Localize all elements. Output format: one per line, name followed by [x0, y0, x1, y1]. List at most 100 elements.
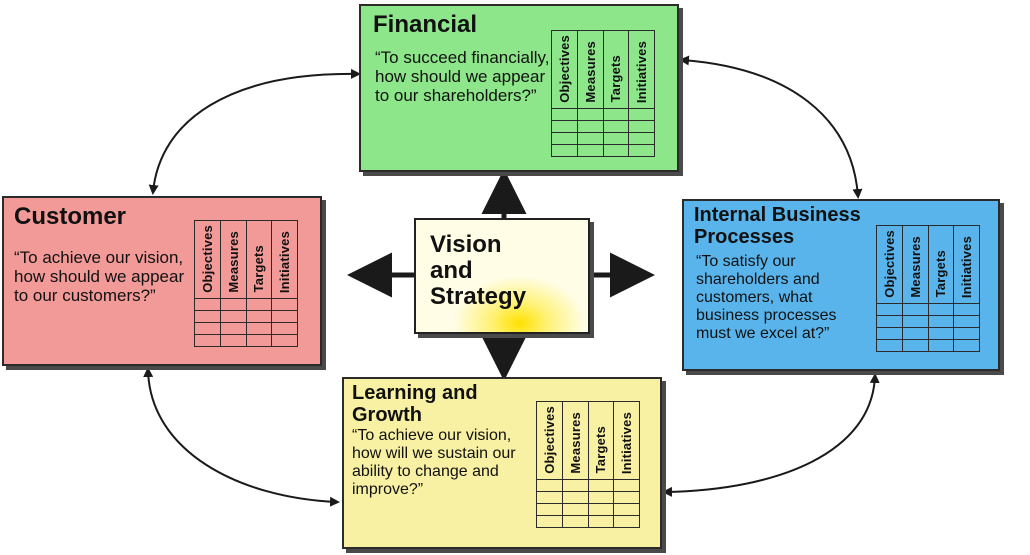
grid-cell — [953, 314, 980, 328]
grid-cell — [901, 314, 929, 328]
grid-column-label: Targets — [593, 426, 609, 474]
grid-cell — [953, 326, 980, 340]
grid-column-label: Objectives — [541, 406, 557, 474]
grid-row — [876, 314, 980, 328]
grid-column-label: Measures — [225, 231, 241, 293]
grid-cell — [901, 326, 929, 340]
grid-column-label: Objectives — [881, 230, 897, 298]
grid-header-cell: Objectives — [536, 401, 563, 480]
grid-column-label: Initiatives — [634, 40, 650, 103]
grid-row — [194, 297, 298, 311]
grid-cell — [953, 302, 980, 316]
curve-internal-learning — [662, 373, 880, 497]
grid-row — [551, 143, 655, 157]
grid-header-cell: Targets — [245, 220, 273, 299]
card-question: “To succeed financially, how should we a… — [375, 48, 550, 106]
grid-cell — [628, 131, 655, 145]
grid-cell — [194, 333, 221, 347]
grid-cell — [536, 478, 563, 492]
grid-row — [536, 478, 640, 492]
card-learning-and-growth: Learning and Growth “To achieve our visi… — [342, 377, 662, 549]
grid-cell — [194, 297, 221, 311]
grid-row — [536, 490, 640, 504]
grid-header-cell: Initiatives — [613, 401, 640, 480]
grid-column-label: Measures — [567, 412, 583, 474]
grid-header-cell: Objectives — [194, 220, 221, 299]
grid-cell — [927, 302, 955, 316]
grid-cell — [219, 321, 247, 335]
grid-cell — [561, 490, 589, 504]
grid-cell — [561, 478, 589, 492]
grid-cell — [901, 302, 929, 316]
grid-cell — [576, 107, 604, 121]
grid-header-cell: Objectives — [551, 30, 578, 109]
grid-cell — [245, 321, 273, 335]
grid-header-cell: Initiatives — [628, 30, 655, 109]
card-question: “To satisfy our shareholders and custome… — [696, 253, 837, 342]
grid-column-label: Objectives — [199, 225, 215, 293]
grid-row — [551, 119, 655, 133]
grid-header-cell: Targets — [602, 30, 630, 109]
grid-cell — [576, 119, 604, 133]
grid-cell — [271, 309, 298, 323]
grid-column-label: Objectives — [556, 35, 572, 103]
grid-header-cell: Measures — [576, 30, 604, 109]
grid-header-cell: Initiatives — [953, 225, 980, 304]
grid-row — [194, 321, 298, 335]
grid-cell — [953, 338, 980, 352]
grid-row — [536, 502, 640, 516]
grid-header-cell: Measures — [561, 401, 589, 480]
grid-row — [876, 302, 980, 316]
grid-row — [536, 514, 640, 528]
grid-cell — [628, 143, 655, 157]
grid-cell — [927, 326, 955, 340]
grid-cell — [551, 131, 578, 145]
grid-cell — [245, 309, 273, 323]
scorecard-grid: Objectives Measures Targets Initiatives — [551, 30, 655, 157]
grid-cell — [602, 107, 630, 121]
card-question: “To achieve our vision, how will we sust… — [352, 427, 516, 498]
card-customer: Customer “To achieve our vision, how sho… — [2, 196, 322, 366]
curve-customer-learning — [143, 367, 340, 507]
grid-header-cell: Targets — [587, 401, 615, 480]
grid-cell — [587, 514, 615, 528]
grid-header-cell: Measures — [901, 225, 929, 304]
grid-cell — [561, 502, 589, 516]
grid-cell — [536, 490, 563, 504]
grid-header-cell: Initiatives — [271, 220, 298, 299]
grid-row — [194, 309, 298, 323]
center-title: Vision and Strategy — [430, 231, 527, 310]
grid-cell — [194, 321, 221, 335]
grid-cell — [194, 309, 221, 323]
grid-cell — [927, 314, 955, 328]
card-internal-business-processes: Internal Business Processes “To satisfy … — [682, 199, 1000, 371]
grid-column-label: Targets — [608, 55, 624, 103]
card-question: “To achieve our vision, how should we ap… — [14, 248, 185, 306]
vision-and-strategy-box: Vision and Strategy — [414, 218, 590, 334]
grid-cell — [628, 107, 655, 121]
grid-cell — [536, 514, 563, 528]
grid-cell — [602, 131, 630, 145]
grid-row — [876, 326, 980, 340]
grid-cell — [245, 297, 273, 311]
grid-cell — [587, 478, 615, 492]
grid-row — [194, 333, 298, 347]
grid-column-label: Targets — [933, 250, 949, 298]
grid-cell — [219, 309, 247, 323]
grid-cell — [876, 314, 903, 328]
grid-cell — [271, 297, 298, 311]
grid-cell — [613, 502, 640, 516]
grid-cell — [576, 143, 604, 157]
grid-cell — [587, 490, 615, 504]
grid-cell — [613, 478, 640, 492]
grid-cell — [271, 333, 298, 347]
grid-column-label: Targets — [251, 245, 267, 293]
grid-cell — [219, 297, 247, 311]
grid-column-label: Measures — [582, 41, 598, 103]
grid-cell — [271, 321, 298, 335]
grid-cell — [613, 490, 640, 504]
